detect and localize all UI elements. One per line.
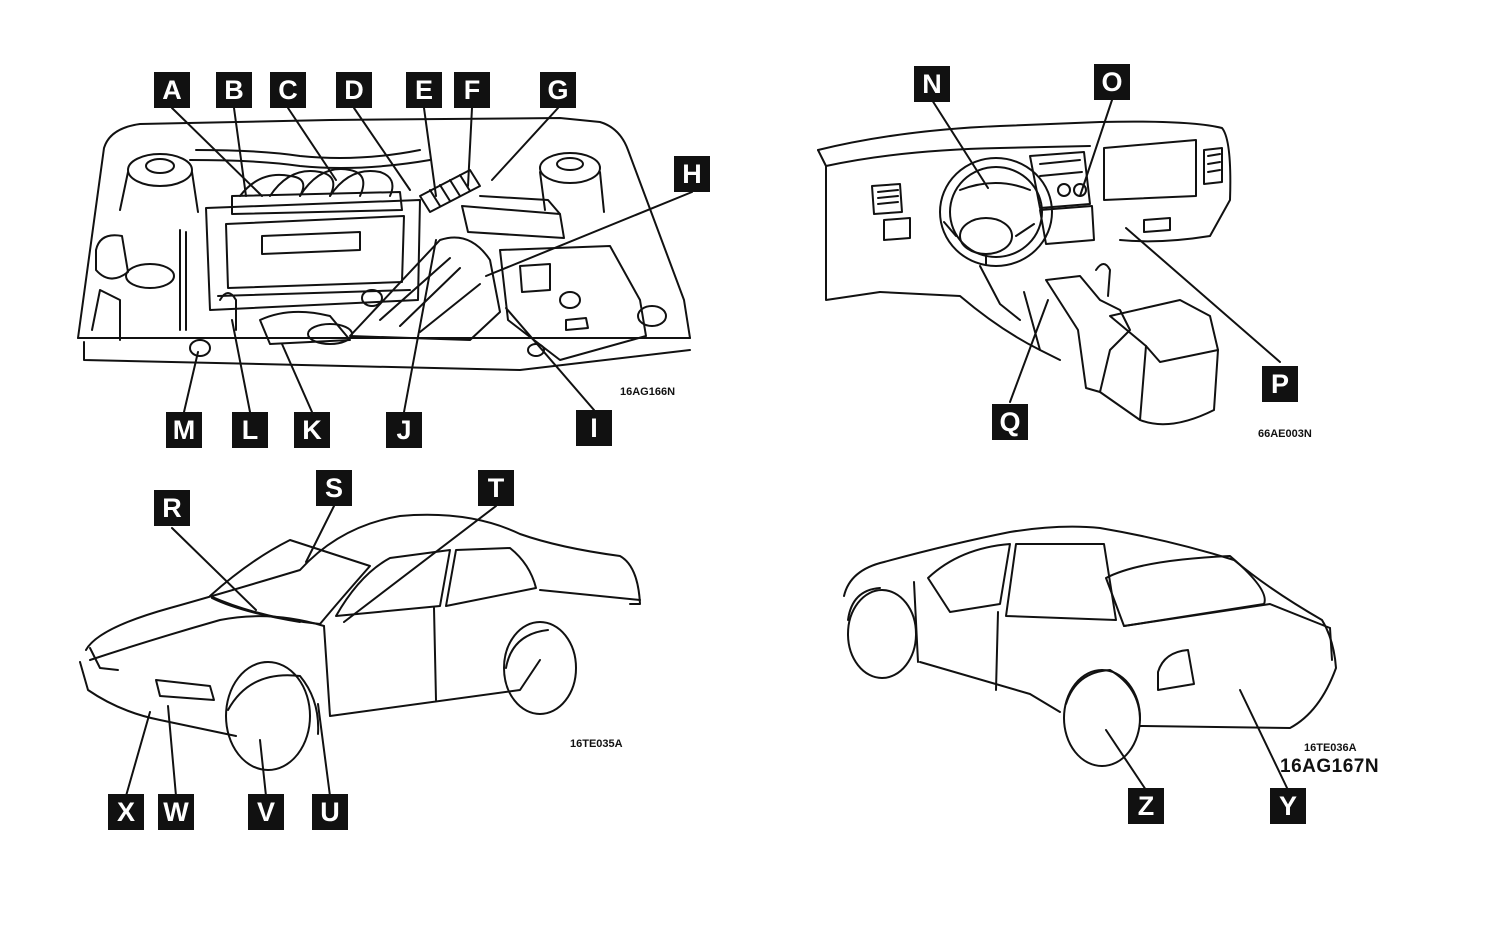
label-o: O [1094, 64, 1130, 100]
label-e: E [406, 72, 442, 108]
label-k: K [294, 412, 330, 448]
label-j: J [386, 412, 422, 448]
front-car-figure-code: 16TE035A [570, 738, 623, 750]
rear-car-figure-code: 16TE036A [1304, 742, 1357, 754]
label-p: P [1262, 366, 1298, 402]
dashboard-drawing [817, 99, 1281, 426]
label-t: T [478, 470, 514, 506]
label-z: Z [1128, 788, 1164, 824]
label-h: H [674, 156, 710, 192]
label-c: C [270, 72, 306, 108]
dash-figure-code: 66AE003N [1258, 428, 1312, 440]
label-a: A [154, 72, 190, 108]
rear-three-quarter-car-drawing [843, 525, 1337, 791]
label-m: M [166, 412, 202, 448]
sheet-code: 16AG167N [1280, 756, 1380, 777]
label-i: I [576, 410, 612, 446]
label-f: F [454, 72, 490, 108]
label-l: L [232, 412, 268, 448]
label-x: X [108, 794, 144, 830]
engine-compartment-drawing [77, 107, 693, 413]
front-three-quarter-car-drawing [79, 505, 641, 797]
label-r: R [154, 490, 190, 526]
label-b: B [216, 72, 252, 108]
label-n: N [914, 66, 950, 102]
label-s: S [316, 470, 352, 506]
label-y: Y [1270, 788, 1306, 824]
label-v: V [248, 794, 284, 830]
label-q: Q [992, 404, 1028, 440]
engine-figure-code: 16AG166N [620, 386, 676, 398]
label-w: W [158, 794, 194, 830]
label-d: D [336, 72, 372, 108]
label-u: U [312, 794, 348, 830]
label-g: G [540, 72, 576, 108]
